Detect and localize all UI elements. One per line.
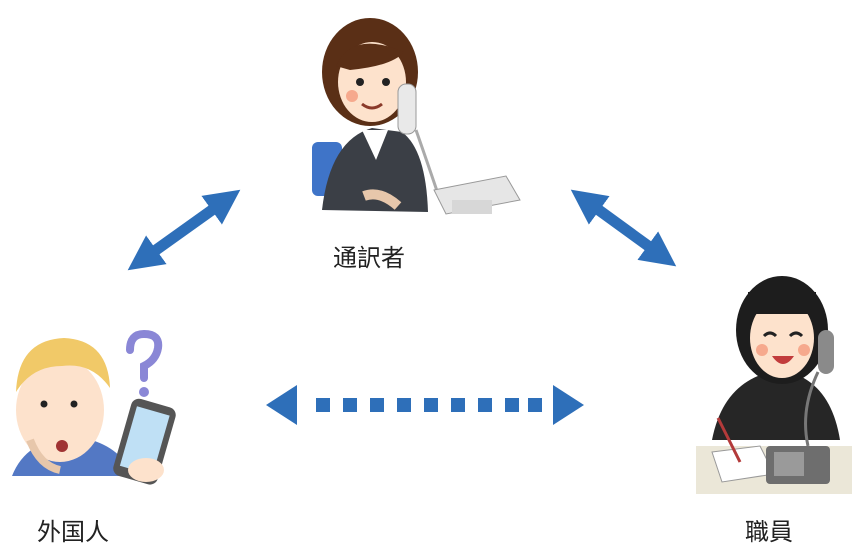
woman-on-phone-icon xyxy=(312,18,521,215)
confused-man-with-smartphone-icon xyxy=(12,329,176,485)
dotted-arrow-foreigner-staff xyxy=(266,385,584,425)
office-woman-on-phone-icon xyxy=(696,276,852,494)
staff-label: 職員 xyxy=(745,518,793,546)
arrow-foreigner-interpreter xyxy=(127,189,241,271)
interpreter-label: 通訳者 xyxy=(333,244,405,272)
foreigner-label: 外国人 xyxy=(37,518,109,546)
arrow-interpreter-staff xyxy=(570,189,677,267)
